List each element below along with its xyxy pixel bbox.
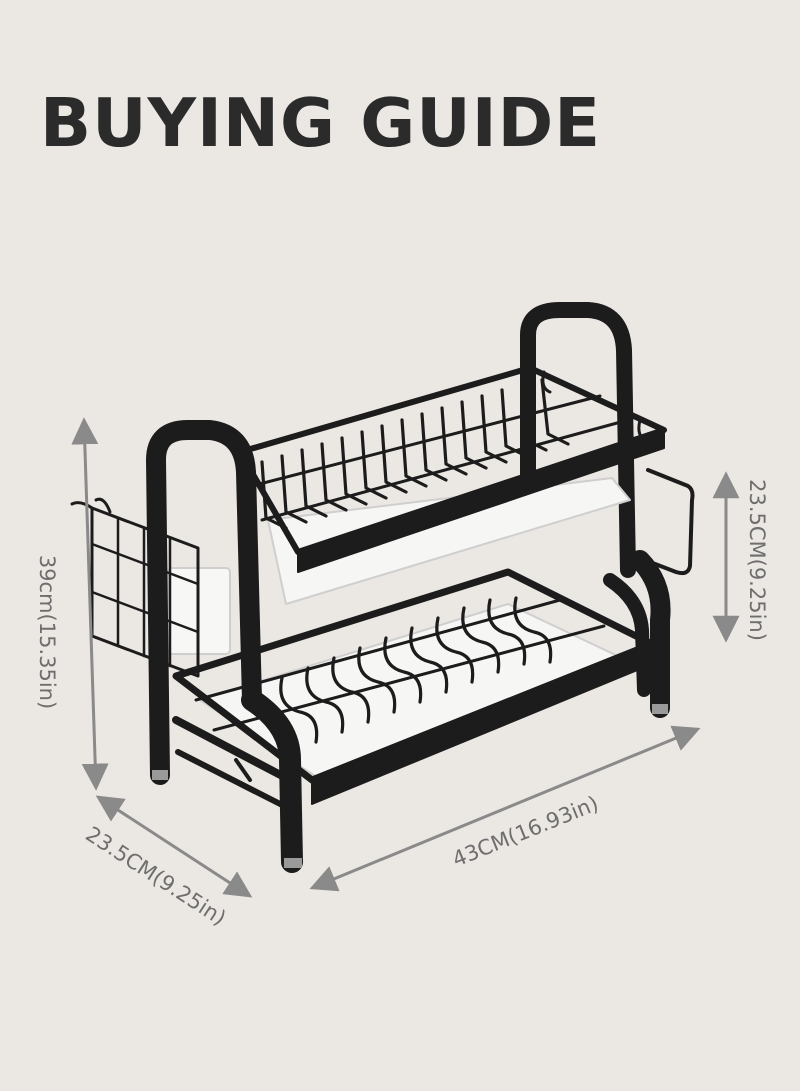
- depth-arrow: [95, 795, 253, 898]
- dish-rack-icon: [70, 302, 695, 873]
- depth-label: 23.5CM(9.25in): [81, 822, 230, 930]
- width-label: 43CM(16.93in): [449, 791, 602, 871]
- height-total-arrow: [71, 417, 109, 791]
- height-total-label: 39cm(15.35in): [35, 555, 59, 709]
- width-arrow: [309, 725, 701, 892]
- height-upper-label: 23.5CM(9.25in): [745, 479, 769, 641]
- page-title: BUYING GUIDE: [40, 84, 602, 162]
